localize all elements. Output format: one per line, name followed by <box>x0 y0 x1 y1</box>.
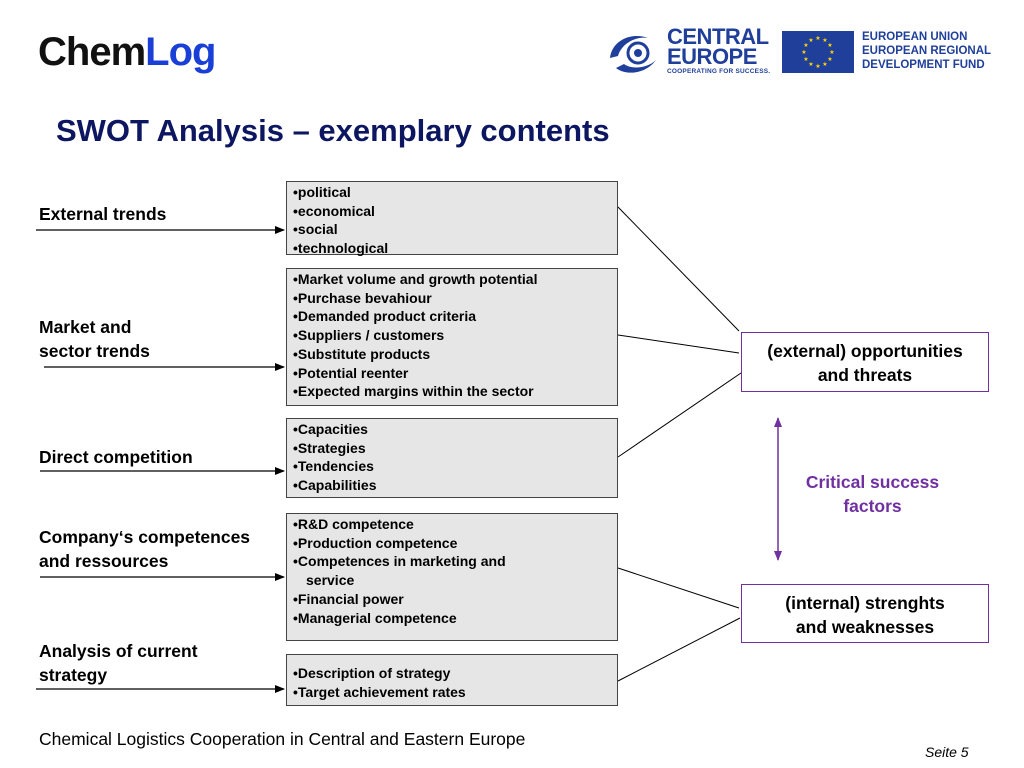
svg-text:★: ★ <box>827 42 832 49</box>
svg-text:★: ★ <box>808 61 813 68</box>
eu-fund-text: EUROPEAN UNION EUROPEAN REGIONAL DEVELOP… <box>862 31 992 71</box>
list-item: Capabilities <box>293 476 611 495</box>
svg-text:★: ★ <box>803 56 808 63</box>
list-item: Managerial competence <box>293 609 548 628</box>
eu-flag-icon: ★★★★ ★★★★ ★★★★ <box>782 31 854 73</box>
label-current-strategy: Analysis of current strategy <box>39 641 198 685</box>
label-company-competences: Company‘s competences and ressources <box>39 527 251 571</box>
list-item: political <box>293 183 611 202</box>
box-external-trends: political economical social technologica… <box>286 181 618 258</box>
logo-chem: Chem <box>38 30 146 74</box>
internal-strengths-weaknesses-box: (internal) strenghts and weaknesses <box>741 584 989 643</box>
list-item: Strategies <box>293 439 611 458</box>
box-direct-competition: Capacities Strategies Tendencies Capabil… <box>286 418 618 498</box>
central-europe-logo-icon <box>610 36 656 73</box>
list-item: Competences in marketing and service <box>293 552 548 589</box>
line-market-to-external <box>617 334 740 354</box>
critical-success-factors-label: Critical success factors <box>805 472 940 516</box>
central-europe-tagline: COOPERATING FOR SUCCESS. <box>667 68 771 75</box>
box-current-strategy: Description of strategy Target achieveme… <box>286 654 618 706</box>
external-opportunities-threats-box: (external) opportunities and threats <box>741 332 989 392</box>
chemlog-logo: ChemLog <box>38 28 216 76</box>
slide-title: SWOT Analysis – exemplary contents <box>56 113 610 148</box>
svg-text:★: ★ <box>803 42 808 49</box>
list-item: Purchase bevahiour <box>293 289 611 308</box>
svg-text:★: ★ <box>827 56 832 63</box>
list-item: Suppliers / customers <box>293 326 611 345</box>
list-item: Financial power <box>293 590 548 609</box>
svg-text:★: ★ <box>808 37 813 44</box>
list-item: Substitute products <box>293 345 611 364</box>
line-company-to-internal <box>617 567 740 609</box>
list-item: Potential reenter <box>293 364 611 383</box>
list-item: social <box>293 220 611 239</box>
logo-log: Log <box>145 30 216 74</box>
svg-text:★: ★ <box>829 49 834 56</box>
label-external-trends: External trends <box>39 204 167 224</box>
list-item: technological <box>293 239 611 258</box>
central-europe-logo: CENTRAL EUROPE COOPERATING FOR SUCCESS. <box>667 24 771 76</box>
box-market-sector-trends: Market volume and growth potential Purch… <box>286 268 618 406</box>
box-company-competences: R&D competence Production competence Com… <box>286 513 618 641</box>
list-item: Tendencies <box>293 457 611 476</box>
list-item: Demanded product criteria <box>293 307 611 326</box>
label-direct-competition: Direct competition <box>39 447 193 467</box>
line-political-to-external <box>617 206 740 332</box>
svg-text:★: ★ <box>815 35 820 42</box>
list-item: Description of strategy <box>293 664 611 683</box>
central-europe-line2: EUROPE <box>667 44 757 69</box>
list-item: Production competence <box>293 534 548 553</box>
svg-text:★: ★ <box>822 61 827 68</box>
central-europe-line1: CENTRAL <box>667 24 769 49</box>
list-item: Target achievement rates <box>293 683 611 702</box>
list-item: Market volume and growth potential <box>293 270 611 289</box>
label-market-sector-trends: Market and sector trends <box>39 317 150 361</box>
page-number: Seite 5 <box>925 744 969 760</box>
svg-text:★: ★ <box>822 37 827 44</box>
line-strategy-to-internal <box>617 617 741 682</box>
footer-text: Chemical Logistics Cooperation in Centra… <box>39 729 526 749</box>
line-competition-to-external <box>617 372 742 458</box>
list-item: economical <box>293 202 611 221</box>
list-item: Expected margins within the sector <box>293 382 611 401</box>
list-item: R&D competence <box>293 515 548 534</box>
svg-text:★: ★ <box>815 63 820 70</box>
list-item: Capacities <box>293 420 611 439</box>
svg-text:★: ★ <box>801 49 806 56</box>
